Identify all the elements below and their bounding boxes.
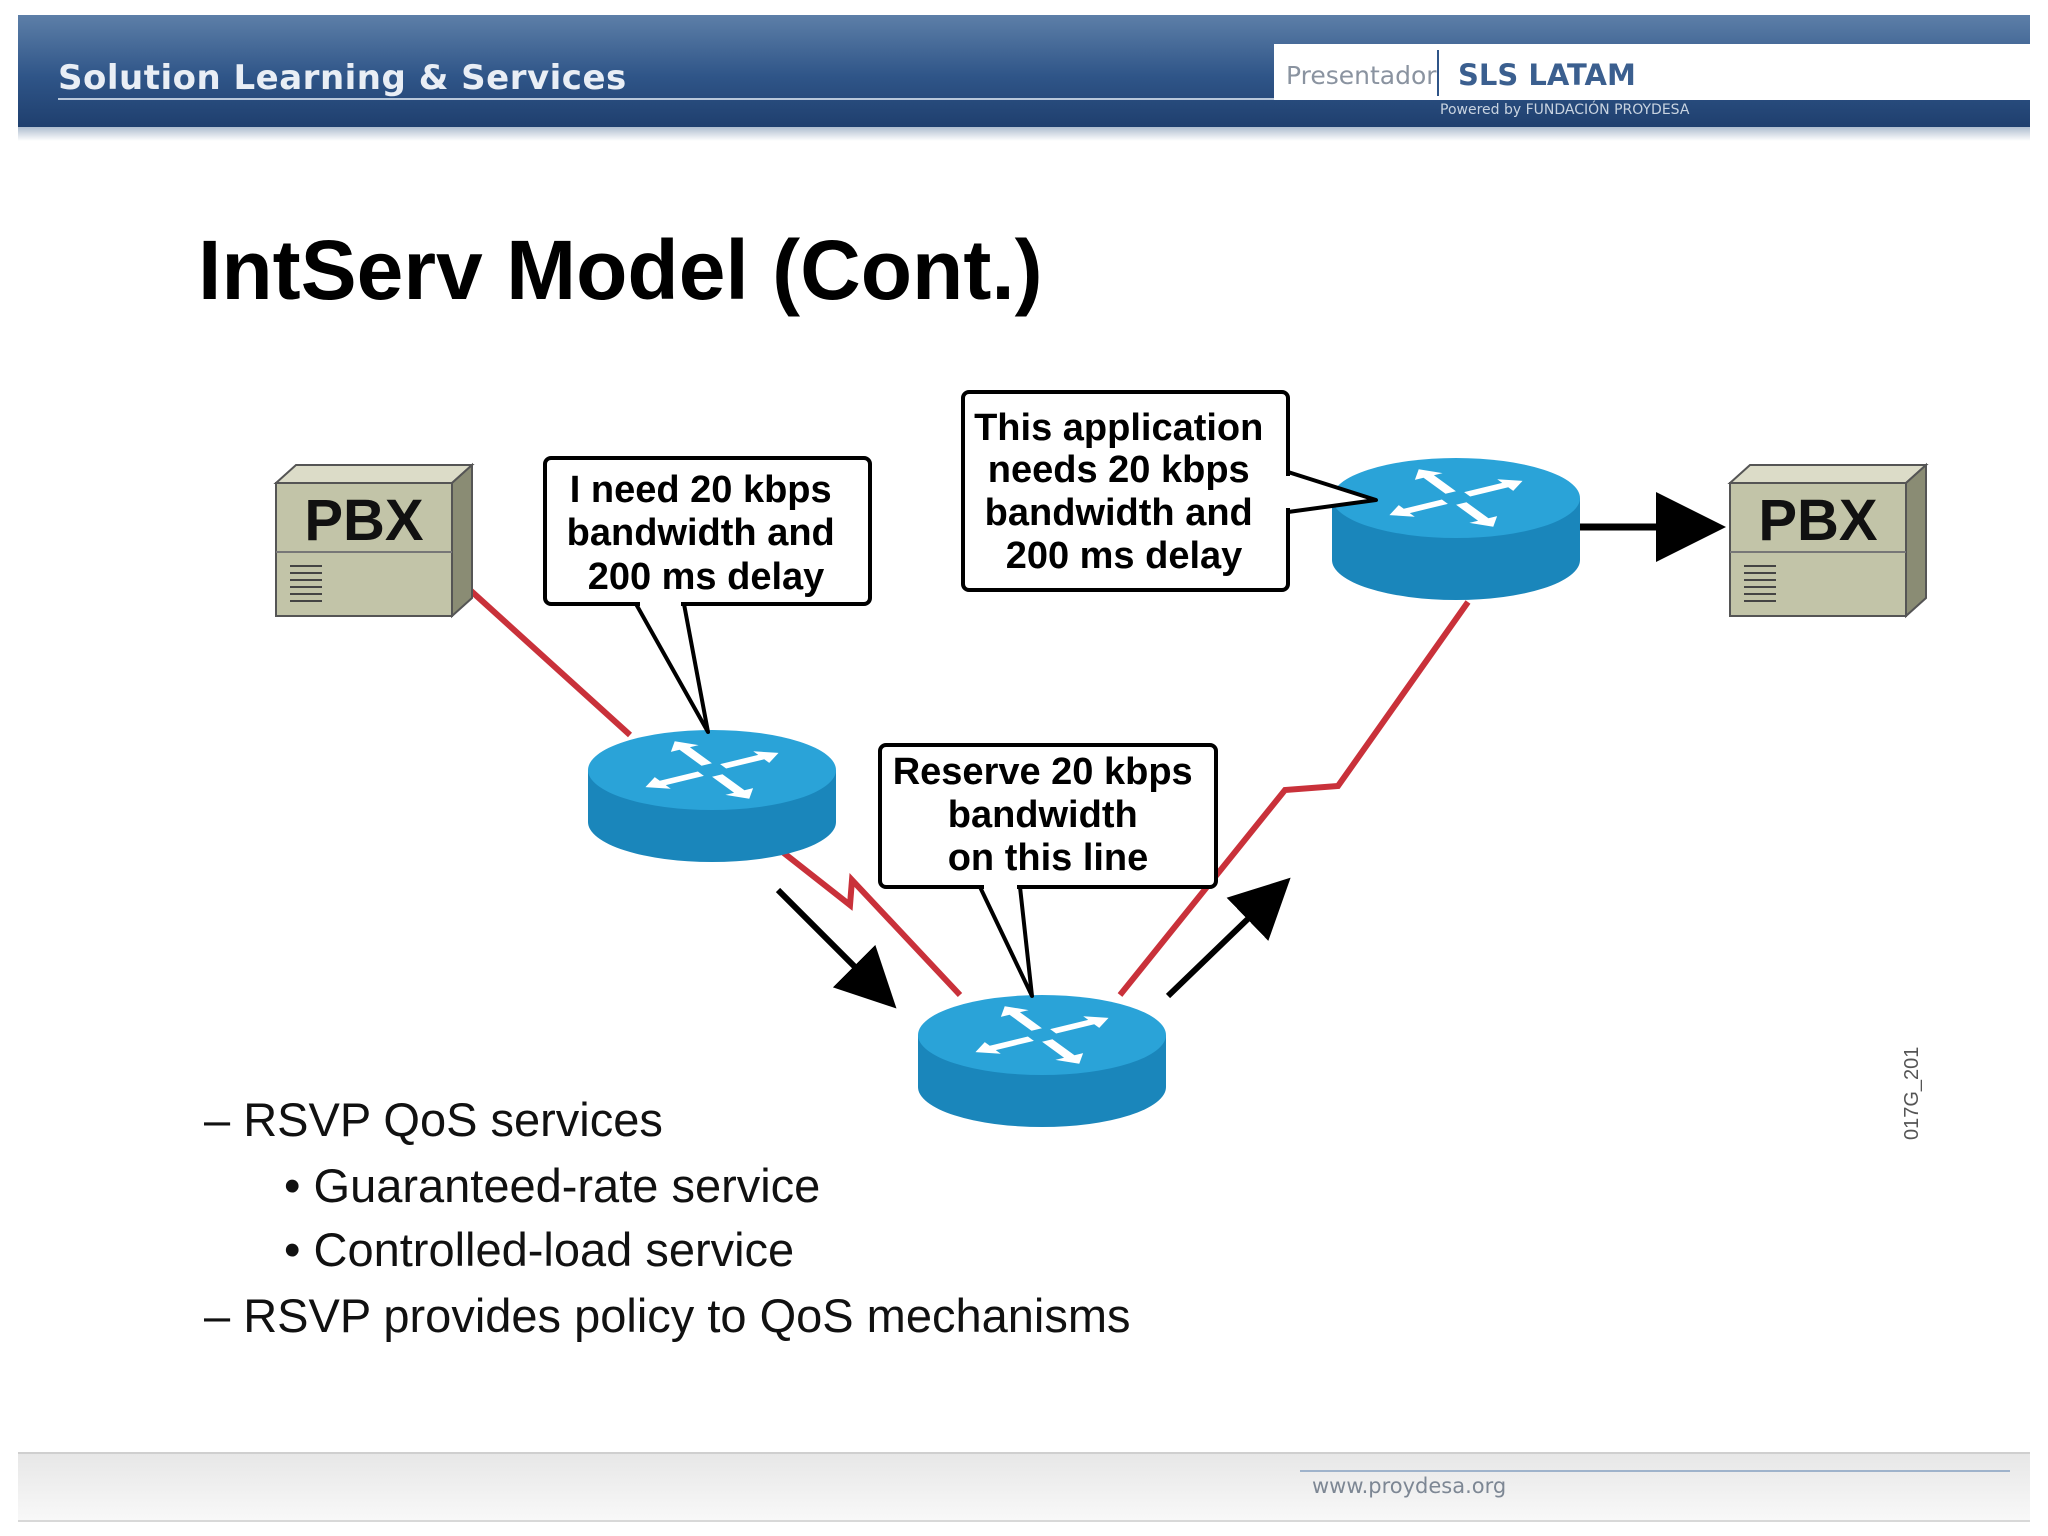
bullet-guaranteed-rate: • Guaranteed-rate service xyxy=(284,1159,821,1212)
router-icon-1 xyxy=(588,730,836,862)
bullet-rsvp-qos-services: – RSVP QoS services xyxy=(204,1093,663,1146)
logo-divider xyxy=(1437,50,1439,96)
pbx-right-label: PBX xyxy=(1758,488,1878,553)
callout-middle-line-3: on this line xyxy=(948,837,1149,879)
callout-right-line-1: This application xyxy=(974,407,1263,449)
callout-right-line-4: 200 ms delay xyxy=(1006,535,1243,577)
link-pbx-r1 xyxy=(467,587,633,738)
callout-left-line-2: bandwidth and xyxy=(567,512,835,554)
footer-bar xyxy=(18,1452,2030,1522)
callout-middle: Reserve 20 kbps bandwidth on this line xyxy=(878,743,1218,998)
pbx-left: PBX xyxy=(273,462,475,619)
logo-panel xyxy=(1274,44,2030,100)
flow-arrow-up xyxy=(1165,877,1291,999)
bullet-rsvp-policy: – RSVP provides policy to QoS mechanisms xyxy=(204,1289,1131,1342)
pbx-left-label: PBX xyxy=(304,488,424,553)
callout-right: This application needs 20 kbps bandwidth… xyxy=(961,390,1378,592)
svg-text:Reserve 20 kbps bandwidt: Reserve 20 kbps bandwidth on this line xyxy=(893,751,1204,879)
router-icon-2 xyxy=(918,995,1166,1127)
callout-left-line-1: I need 20 kbps xyxy=(570,469,832,511)
header-title: Solution Learning & Services xyxy=(58,58,627,98)
callout-middle-line-2: bandwidth xyxy=(948,794,1138,836)
brand-logo: SLS LATAM xyxy=(1458,58,1636,92)
powered-by-text: Powered by FUNDACIÓN PROYDESA xyxy=(1440,102,1690,118)
footer-url: www.proydesa.org xyxy=(1312,1474,1507,1498)
link-r1-r2 xyxy=(778,847,963,998)
svg-text:I need 20 kbps bandwidth: I need 20 kbps bandwidth and 200 ms dela… xyxy=(567,469,846,598)
callout-middle-line-1: Reserve 20 kbps xyxy=(893,751,1193,793)
link-r2-r3 xyxy=(1117,600,1471,997)
figure-id: 017G_201 xyxy=(1901,1047,1923,1140)
callout-left: I need 20 kbps bandwidth and 200 ms dela… xyxy=(543,456,872,734)
callout-right-line-2: needs 20 kbps xyxy=(988,449,1250,491)
header-shadow xyxy=(18,127,2030,141)
header-rule xyxy=(58,98,1274,100)
footer-rule xyxy=(1300,1470,2010,1472)
slide-title: IntServ Model (Cont.) xyxy=(198,223,1043,317)
bullet-controlled-load: • Controlled-load service xyxy=(284,1223,795,1276)
svg-text:This application needs 2: This application needs 20 kbps bandwidth… xyxy=(974,407,1274,577)
callout-left-line-3: 200 ms delay xyxy=(588,556,825,598)
presenter-label: Presentador xyxy=(1286,61,1437,90)
router-icon-3 xyxy=(1332,458,1580,600)
pbx-right: PBX xyxy=(1727,462,1929,619)
callout-right-line-3: bandwidth and xyxy=(985,492,1253,534)
flow-arrow-down xyxy=(775,887,897,1009)
